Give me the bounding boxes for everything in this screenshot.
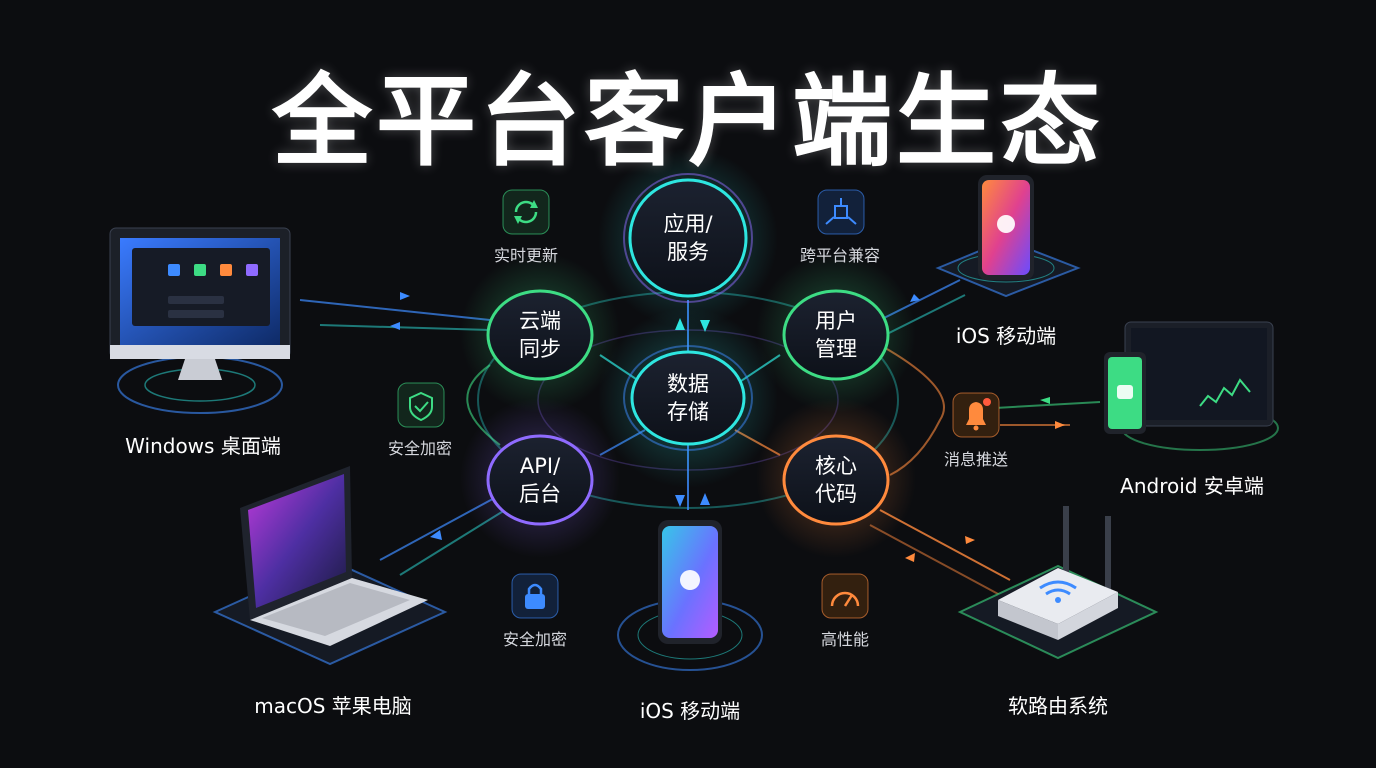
node-api-backend-line2: 后台 <box>519 482 561 506</box>
lock-icon <box>511 573 559 619</box>
node-cloud-sync-line2: 同步 <box>519 337 561 361</box>
node-data-storage: 数据 存储 <box>633 370 743 426</box>
iphone-bottom-illustration <box>658 520 722 644</box>
macbook-illustration <box>240 466 428 646</box>
node-cloud-sync: 云端 同步 <box>485 307 595 363</box>
node-app-service-line1: 应用/ <box>663 212 713 236</box>
router-illustration <box>998 506 1118 640</box>
node-api-backend-line1: API/ <box>519 454 561 478</box>
node-data-storage-shape <box>623 345 753 451</box>
node-core-code-line1: 核心 <box>815 454 857 478</box>
node-cloud-sync-shape <box>486 289 594 381</box>
node-api-backend: API/ 后台 <box>485 452 595 508</box>
cross-platform-icon <box>817 189 865 235</box>
speedometer-icon <box>821 573 869 619</box>
node-data-storage-line2: 存储 <box>667 400 709 424</box>
platform-android-label: Android 安卓端 <box>1120 474 1264 498</box>
refresh-icon <box>502 189 550 235</box>
android-devices-illustration <box>1104 321 1274 434</box>
windows-monitor-illustration <box>109 227 291 380</box>
node-core-code-shape <box>782 434 890 526</box>
node-core-code: 核心 代码 <box>781 452 891 508</box>
platform-windows-label: Windows 桌面端 <box>125 434 281 458</box>
feature-message-push: 消息推送 <box>943 450 1009 469</box>
feature-security-bottom: 安全加密 <box>502 630 568 649</box>
node-app-service-shape <box>623 173 753 303</box>
node-app-service: 应用/ 服务 <box>633 210 743 266</box>
feature-cross-platform: 跨平台兼容 <box>799 246 881 265</box>
node-user-mgmt: 用户 管理 <box>781 307 891 363</box>
platform-macos-label: macOS 苹果电脑 <box>254 694 412 718</box>
node-api-backend-shape <box>486 434 594 526</box>
page-title: 全平台客户端生态 <box>272 63 1104 180</box>
node-user-mgmt-line2: 管理 <box>815 337 857 361</box>
node-core-code-line2: 代码 <box>815 482 857 506</box>
iphone-top-illustration <box>978 175 1034 280</box>
platform-ios-top-label: iOS 移动端 <box>955 324 1057 348</box>
feature-realtime-update: 实时更新 <box>493 246 559 265</box>
shield-icon <box>397 382 445 428</box>
feature-security-left: 安全加密 <box>387 439 453 458</box>
platform-ios-bottom-label: iOS 移动端 <box>639 699 741 723</box>
platform-router-label: 软路由系统 <box>1008 694 1108 718</box>
feature-high-performance: 高性能 <box>820 630 870 649</box>
bell-icon <box>952 392 1000 438</box>
node-data-storage-line1: 数据 <box>667 372 709 396</box>
node-cloud-sync-line1: 云端 <box>519 309 561 333</box>
node-user-mgmt-line1: 用户 <box>815 309 857 333</box>
node-app-service-line2: 服务 <box>667 240 709 264</box>
node-user-mgmt-shape <box>782 289 890 381</box>
